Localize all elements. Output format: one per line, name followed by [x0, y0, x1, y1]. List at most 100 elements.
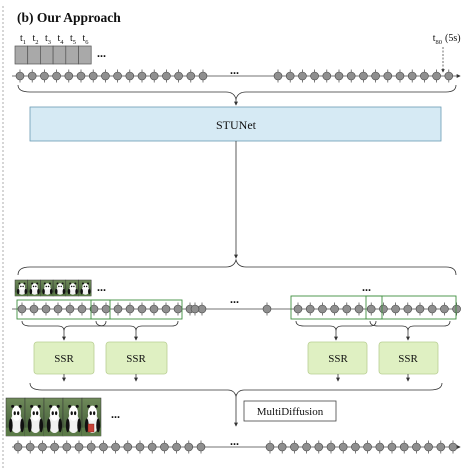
frame-node: [322, 71, 332, 81]
row2-window-ellipsis: ...: [362, 280, 371, 294]
brace-to-stunet: [17, 84, 457, 101]
frame-node: [77, 304, 87, 314]
frame-node: [334, 71, 344, 81]
ssr-input-arrows: [62, 331, 410, 341]
frame-node: [86, 442, 96, 452]
frame-node: [298, 71, 307, 81]
frame-node: [436, 442, 446, 452]
frame-node: [354, 304, 364, 314]
frame-node: [338, 442, 348, 452]
frame-node: [383, 71, 393, 81]
frame-square: [40, 45, 54, 65]
frame-node: [137, 71, 147, 81]
frame-node: [123, 442, 133, 452]
diagram-title: (b) Our Approach: [17, 10, 121, 25]
frame-node: [196, 442, 206, 452]
frame-node: [101, 71, 110, 81]
frame-node: [160, 442, 169, 452]
frame-node: [351, 442, 360, 452]
frame-node: [27, 71, 37, 81]
frame-node: [448, 442, 458, 452]
panda-thumbnail-icon: [27, 279, 41, 297]
frame-node: [415, 304, 425, 314]
frame-node: [387, 442, 397, 452]
time-label-2: t2: [33, 33, 39, 46]
frame-node: [342, 304, 352, 314]
frame-node: [424, 442, 433, 452]
frame-node: [371, 71, 380, 81]
window-b: [90, 299, 183, 320]
stunet-label: STUNet: [216, 118, 257, 132]
frame-node: [125, 71, 135, 81]
temporal-windows: [16, 295, 457, 320]
frame-node: [375, 442, 385, 452]
frame-square: [78, 45, 92, 65]
frame-square: [14, 45, 29, 65]
frame-node: [137, 304, 147, 314]
panda-thumbnail-icon: [65, 279, 79, 297]
frame-node: [62, 442, 72, 452]
frame-node: [293, 304, 303, 314]
frame-node: [184, 442, 194, 452]
frame-node: [161, 304, 171, 314]
ssr-label-1: SSR: [54, 353, 74, 365]
frame-node: [399, 442, 409, 452]
time-label-3: t3: [45, 33, 51, 46]
stunet-output-node-row: [12, 302, 461, 316]
frame-node: [391, 304, 400, 314]
frame-node: [50, 442, 59, 452]
frame-squares: [14, 45, 92, 65]
window-a: [16, 299, 111, 320]
panda-thumbnail-icon: [14, 279, 28, 297]
brace-to-row2: [17, 258, 457, 276]
panda-thumbnail-icon: [5, 397, 26, 437]
frame-node: [74, 442, 84, 452]
frames-ellipsis: ...: [97, 46, 106, 60]
frame-node: [89, 304, 99, 314]
panda-thumbnail-icon: [78, 279, 92, 297]
frame-node: [64, 71, 74, 81]
window-c: [290, 295, 383, 320]
frame-node: [359, 71, 368, 81]
merge-brace: [29, 382, 443, 398]
frame-node: [412, 442, 421, 452]
frame-node: [265, 442, 275, 452]
frame-node: [88, 71, 98, 81]
frame-node: [113, 304, 123, 314]
time-label-4: t4: [58, 33, 65, 46]
row2-ellipsis: ...: [230, 292, 239, 306]
frame-node: [149, 304, 159, 314]
frame-node: [173, 304, 183, 314]
big-pandas-ellipsis: ...: [111, 407, 120, 421]
low-res-panda-frames: [14, 279, 92, 297]
final-node-row: [12, 440, 461, 454]
frame-node: [99, 442, 108, 452]
frame-node: [366, 304, 376, 314]
ssr-box-3: [307, 341, 368, 375]
high-res-panda-frames: [5, 397, 102, 437]
frame-node: [53, 304, 63, 314]
pandas-ellipsis: ...: [97, 280, 106, 294]
ssr-box-2: [105, 341, 168, 375]
frame-node: [101, 304, 111, 314]
frame-node: [452, 304, 461, 314]
frame-node: [111, 442, 120, 452]
frame-node: [125, 304, 135, 314]
frame-node: [330, 304, 339, 314]
time-label-1: t1: [20, 33, 26, 46]
panda-thumbnail-icon: [40, 279, 54, 297]
ssr-label-4: SSR: [398, 353, 418, 365]
frame-node: [186, 71, 196, 81]
frame-node: [174, 71, 183, 81]
frame-node: [277, 442, 287, 452]
frame-node: [314, 442, 324, 452]
frame-square: [65, 45, 79, 65]
row3-ellipsis: ...: [230, 434, 239, 448]
ssr-output-arrows: [62, 374, 410, 382]
frame-node: [302, 442, 311, 452]
input-node-row: [12, 69, 461, 83]
frame-node: [395, 71, 405, 81]
frame-node: [15, 71, 25, 81]
frame-node: [135, 442, 145, 452]
